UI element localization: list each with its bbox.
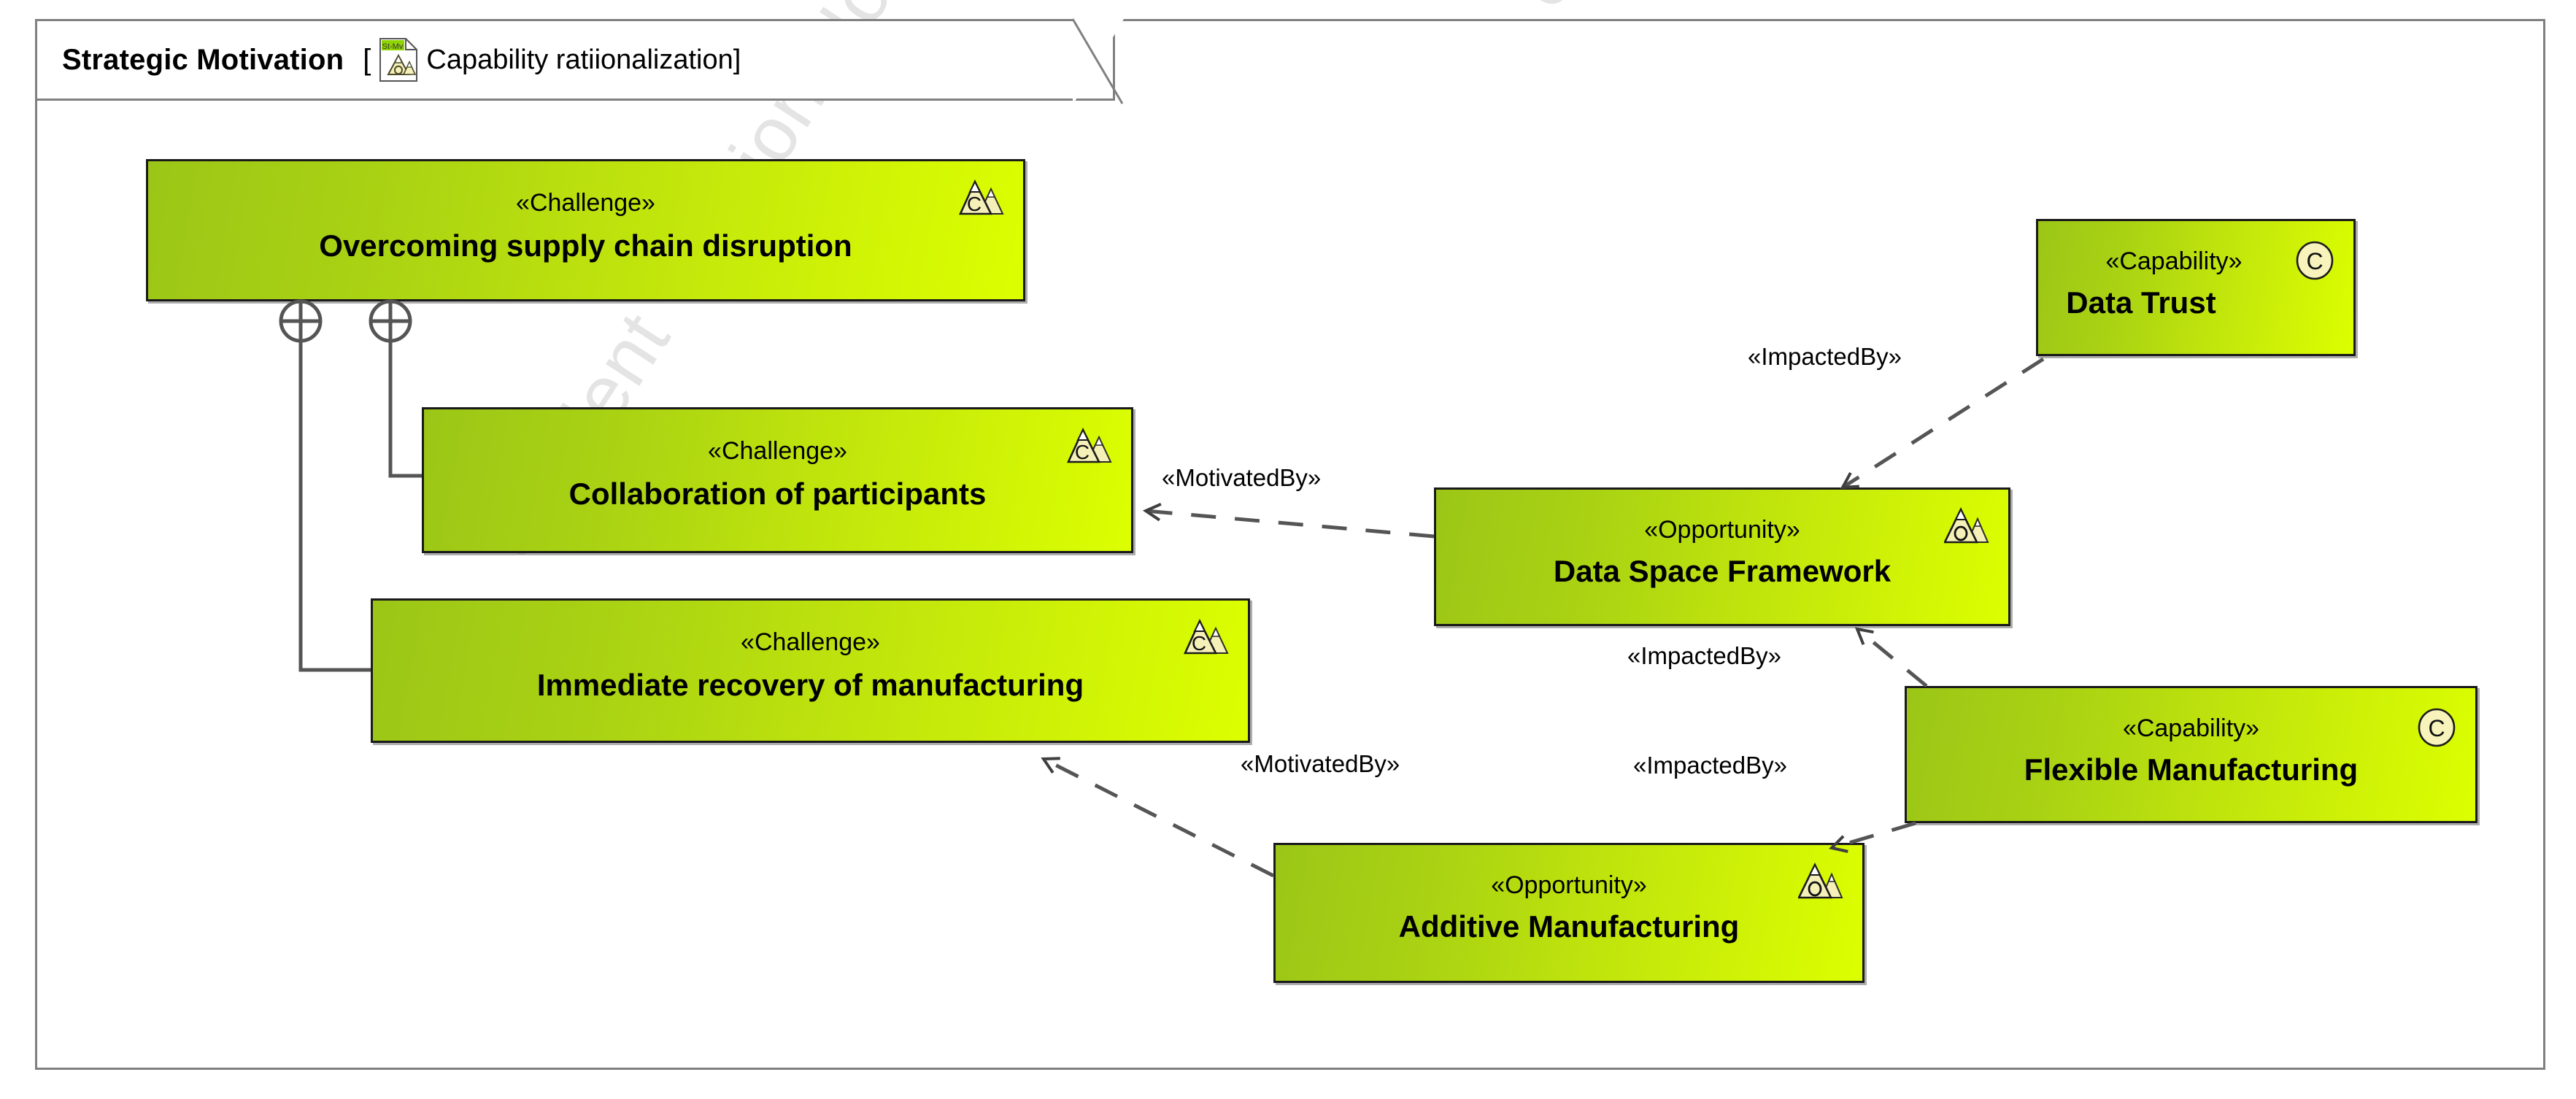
strategic-motivation-diagram-icon: St-Mv	[379, 36, 419, 82]
capability-circle-c-icon: C	[2292, 240, 2337, 281]
node-stereotype: «Capability»	[2122, 714, 2260, 742]
node-name: Flexible Manufacturing	[2024, 752, 2359, 787]
opportunity-mountain-o-icon	[1943, 506, 1989, 547]
svg-text:St-Mv: St-Mv	[382, 42, 404, 51]
svg-text:C: C	[1192, 632, 1206, 655]
node-stereotype: «Challenge»	[516, 189, 655, 217]
svg-text:C: C	[2428, 715, 2445, 741]
opportunity-mountain-o-icon	[1797, 861, 1843, 902]
node-name: Overcoming supply chain disruption	[319, 228, 852, 263]
node-stereotype: «Challenge»	[741, 628, 880, 656]
connector-label-motivatedby-immediate-recovery: «MotivatedBy»	[1241, 750, 1400, 777]
diagram-frame	[35, 19, 2545, 1070]
diagram-subtitle-text: Capability ratiionalization	[426, 44, 733, 75]
node-name: Immediate recovery of manufacturing	[536, 668, 1084, 702]
connector-label-impactedby-flexible-dsf: «ImpactedBy»	[1627, 642, 1781, 669]
node-stereotype: «Challenge»	[708, 437, 847, 465]
page-title: Strategic Motivation	[62, 43, 344, 76]
node-data-space-framework[interactable]: «Opportunity» Data Space Framework	[1434, 487, 2010, 626]
node-stereotype: «Capability»	[2105, 247, 2243, 275]
challenge-mountain-c-icon: C	[1066, 425, 1112, 466]
node-name: Collaboration of participants	[568, 477, 987, 511]
challenge-mountain-c-icon: C	[1183, 617, 1229, 658]
node-additive-manufacturing[interactable]: «Opportunity» Additive Manufacturing	[1273, 843, 1864, 983]
connector-label-motivatedby-collaboration: «MotivatedBy»	[1162, 464, 1322, 491]
node-overcoming-supply-chain-disruption[interactable]: «Challenge» Overcoming supply chain disr…	[146, 159, 1025, 301]
node-stereotype: «Opportunity»	[1491, 871, 1647, 899]
connector-label-impactedby-flexible-additive: «ImpactedBy»	[1633, 752, 1787, 779]
bracket-close: ]	[733, 44, 741, 75]
node-data-trust[interactable]: «Capability» Data Trust C	[2036, 219, 2356, 356]
node-stereotype: «Opportunity»	[1644, 516, 1800, 544]
node-name: Additive Manufacturing	[1398, 909, 1740, 944]
node-collaboration-of-participants[interactable]: «Challenge» Collaboration of participant…	[422, 407, 1133, 553]
connector-label-impactedby-data-trust: «ImpactedBy»	[1748, 343, 1902, 370]
bracket-open: [	[363, 43, 371, 76]
capability-circle-c-icon: C	[2414, 707, 2459, 748]
diagram-subtitle: Capability ratiionalization]	[426, 45, 741, 76]
svg-text:C: C	[2306, 248, 2323, 274]
diagram-frame-header[interactable]: Strategic Motivation [ St-Mv Capability …	[35, 19, 1115, 101]
node-flexible-manufacturing[interactable]: «Capability» Flexible Manufacturing C	[1905, 686, 2477, 823]
node-name: Data Space Framework	[1553, 554, 1891, 588]
node-name: Data Trust	[2066, 285, 2216, 320]
svg-text:C: C	[967, 193, 982, 215]
challenge-mountain-c-icon: C	[958, 177, 1004, 218]
svg-text:C: C	[1075, 441, 1090, 463]
node-immediate-recovery-of-manufacturing[interactable]: «Challenge» Immediate recovery of manufa…	[371, 598, 1250, 743]
